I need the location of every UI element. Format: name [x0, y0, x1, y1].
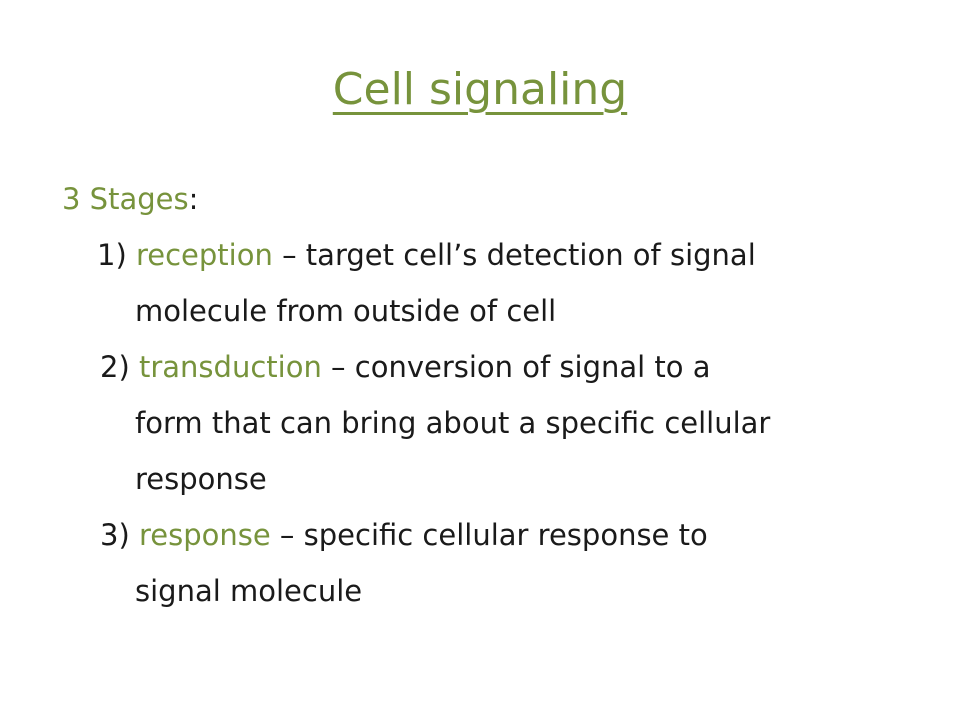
stage-2-definition-3: response: [135, 462, 267, 496]
stage-1-definition-2: molecule from outside of cell: [135, 294, 557, 328]
stage-3-line-2: signal molecule: [135, 562, 362, 620]
stage-3-number: 3): [100, 518, 130, 552]
slide-title: Cell signaling: [0, 62, 960, 118]
stage-3-definition-1: – specific cellular response to: [279, 518, 708, 552]
stage-3-term: response: [138, 518, 271, 552]
stages-heading-colon: :: [188, 182, 199, 216]
stages-heading-label: 3 Stages: [62, 182, 189, 216]
stage-3-definition-2: signal molecule: [135, 574, 363, 608]
stage-2-definition-1: – conversion of signal to a: [331, 350, 711, 384]
stage-1-line-2: molecule from outside of cell: [135, 282, 556, 340]
stages-heading: 3 Stages:: [62, 170, 198, 228]
stage-2-definition-2: form that can bring about a specific cel…: [135, 406, 771, 440]
stage-3-line-1: 3) response – specific cellular response…: [100, 506, 708, 564]
stage-2-line-1: 2) transduction – conversion of signal t…: [100, 338, 711, 396]
stage-2-term: transduction: [138, 350, 322, 384]
slide-title-text: Cell signaling: [332, 64, 628, 115]
stage-2-number: 2): [100, 350, 130, 384]
stage-1-line-1: 1) reception – target cell’s detection o…: [97, 226, 756, 284]
stage-1-term: reception: [135, 238, 273, 272]
stage-1-number: 1): [97, 238, 127, 272]
stage-2-line-3: response: [135, 450, 267, 508]
stage-1-definition-1: – target cell’s detection of signal: [282, 238, 756, 272]
stage-2-line-2: form that can bring about a specific cel…: [135, 394, 770, 452]
